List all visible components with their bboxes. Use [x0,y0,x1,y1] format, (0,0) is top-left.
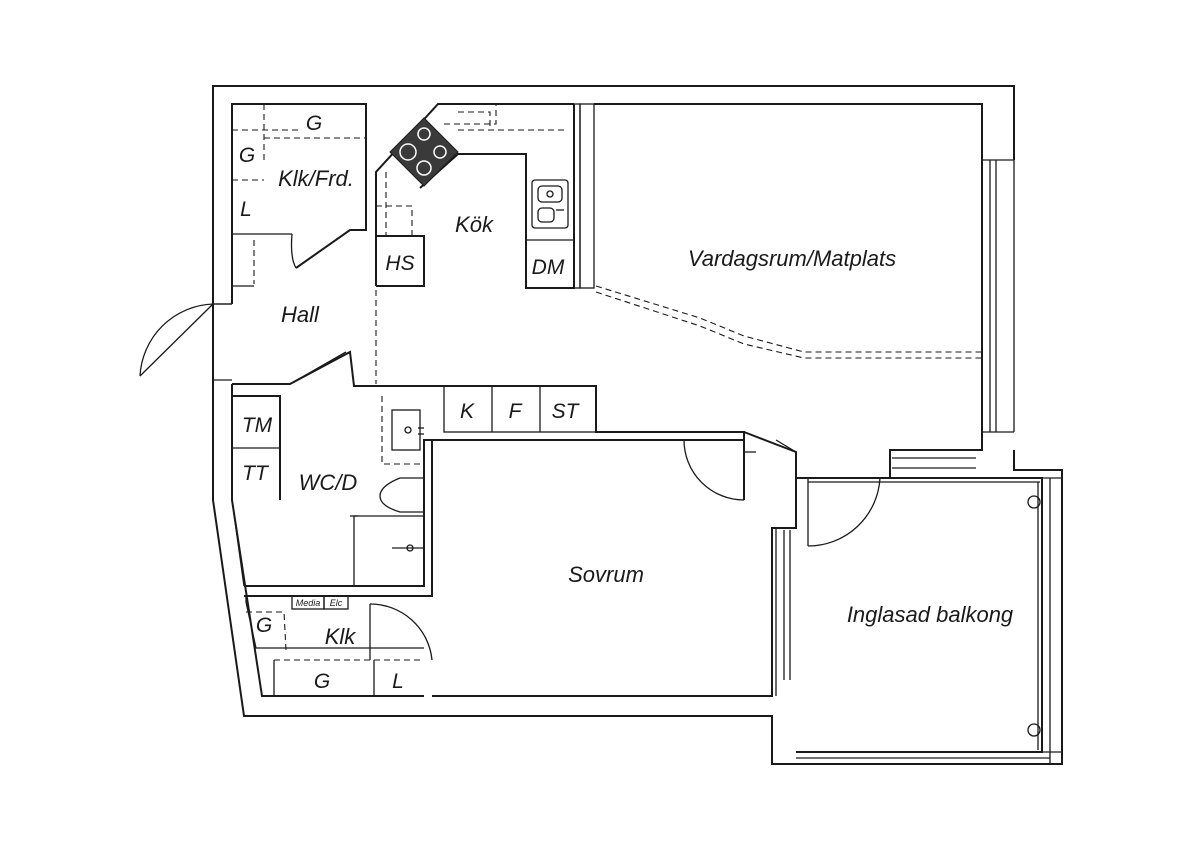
stove-icon [389,117,459,187]
kitchen-sink-icon [531,179,569,229]
closet-bottom [245,595,433,696]
hall-walls [139,303,745,500]
fixture-label-media: Media [296,598,321,608]
closet-top [213,103,367,305]
room-label-bedroom: Sovrum [568,562,644,587]
fixture-label-g-klk: G [256,614,272,637]
room-label-hall: Hall [281,302,320,327]
cabinet-row [443,385,597,433]
fixture-label-g-top: G [306,112,322,135]
fixture-label-tt: TT [242,462,270,485]
fixture-label-l-bottom: L [392,670,404,693]
room-label-closet-bottom: Klk [325,624,357,649]
room-label-balcony: Inglasad balkong [847,602,1014,627]
balcony-walls [783,477,1062,764]
bathroom-walls [231,395,433,597]
room-label-kitchen: Kök [455,212,494,237]
fixture-label-f: F [509,400,523,423]
room-label-bath: WC/D [299,470,358,495]
fixture-label-hs: HS [385,252,414,275]
room-label-living: Vardagsrum/Matplats [688,246,896,271]
fixture-label-k: K [460,400,475,423]
living-walls [594,103,1014,479]
fixture-label-dm: DM [532,256,565,279]
fixture-label-g-side: G [239,144,255,167]
fixture-label-st: ST [552,400,581,423]
bedroom-walls [432,431,797,697]
fixture-label-tm: TM [242,414,273,437]
room-label-closet-top: Klk/Frd. [278,166,354,191]
fixture-label-g-bottom: G [314,670,330,693]
fixture-label-l-top: L [240,198,252,221]
fixture-label-elc: Elc [330,598,343,608]
